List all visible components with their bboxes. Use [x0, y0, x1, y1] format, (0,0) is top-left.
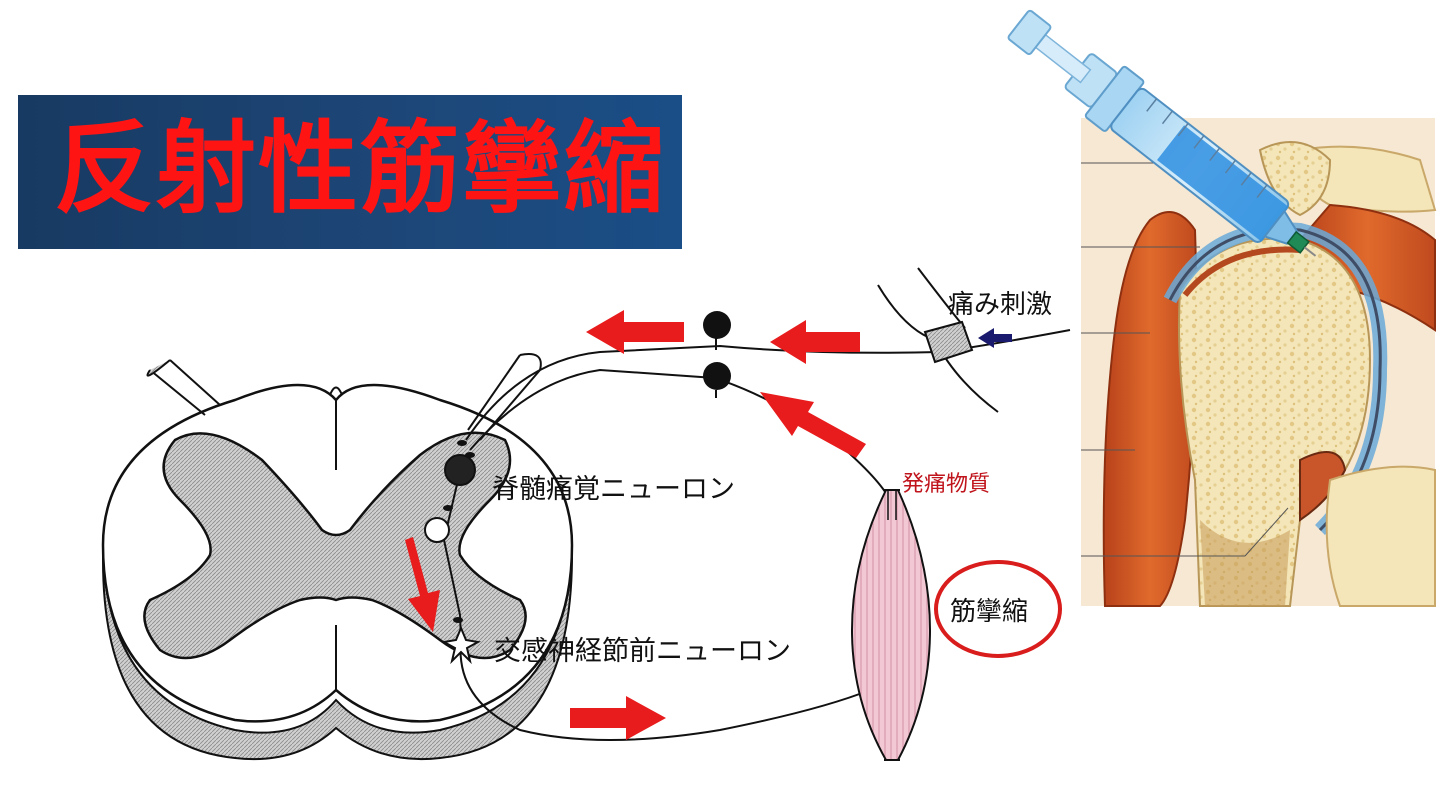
page-title: 反射性筋攣縮: [54, 110, 666, 227]
highlight-circle: [934, 560, 1062, 658]
label-pain-substance: 発痛物質: [902, 472, 990, 497]
arrow-right: [570, 696, 666, 740]
label-sympathetic-neuron: 交感神経節前ニューロン: [494, 636, 791, 667]
ganglion-neuron-bottom: [703, 362, 731, 390]
syringe-icon: [1007, 9, 1317, 257]
stimulus-arrow: [978, 328, 1012, 348]
spinal-pain-neuron-cell: [444, 454, 476, 486]
label-pain-stimulus: 痛み刺激: [948, 290, 1052, 320]
sympathetic-neuron-cell: [440, 625, 482, 665]
arrow-left-2: [770, 320, 860, 364]
ganglion-neuron-top: [703, 311, 731, 339]
interneuron-cell: [424, 517, 450, 543]
muscle-illustration: [850, 489, 932, 761]
signal-arrows: [405, 310, 866, 740]
label-muscle-spasm: 筋攣縮: [950, 597, 1028, 627]
arrow-diagonal: [760, 392, 866, 458]
pain-receptor-site: [877, 267, 999, 413]
arrow-down: [405, 537, 440, 632]
label-spinal-pain-neuron: 脊髄痛覚ニューロン: [492, 474, 735, 505]
spinal-cord-illustration: [101, 353, 574, 761]
arrow-left-1: [586, 310, 684, 354]
title-banner: 反射性筋攣縮: [18, 95, 682, 249]
shoulder-joint-illustration: [1081, 118, 1437, 607]
